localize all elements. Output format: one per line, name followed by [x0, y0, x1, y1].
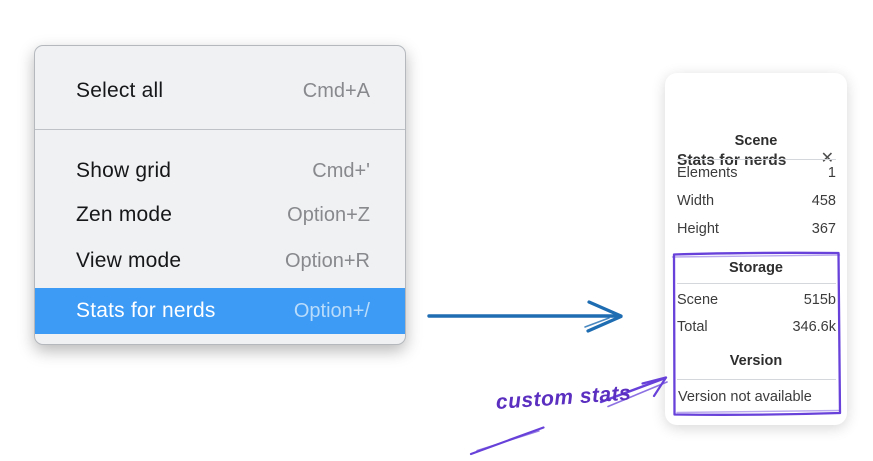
- menu-item-shortcut: Option+Z: [287, 203, 370, 226]
- stat-label: Total: [677, 319, 708, 335]
- stats-panel: Stats for nerds ✕ Scene Elements 1 Width…: [665, 73, 847, 425]
- annotation-label: custom stats: [495, 381, 632, 414]
- menu-item-shortcut: Cmd+A: [302, 79, 370, 102]
- stat-value: 367: [811, 221, 836, 237]
- section-header-storage: Storage: [729, 260, 783, 276]
- stat-value: 1: [827, 165, 836, 181]
- menu-item-stats-for-nerds[interactable]: Stats for nerds Option+/: [35, 288, 405, 334]
- menu-item-select-all[interactable]: Select all Cmd+A: [35, 68, 405, 114]
- stat-label: Width: [677, 193, 715, 209]
- section-rule: [677, 379, 836, 380]
- sketch-stroke-lower-left: [469, 426, 545, 456]
- stat-row-scene-storage: Scene 515b: [677, 286, 836, 314]
- menu-item-view-mode[interactable]: View mode Option+R: [35, 238, 405, 284]
- stat-label: Height: [677, 221, 719, 237]
- menu-item-label: Zen mode: [76, 203, 173, 226]
- stats-panel-title: Stats for nerds: [677, 152, 787, 169]
- menu-item-label: Select all: [76, 79, 164, 102]
- menu-item-label: View mode: [76, 249, 182, 272]
- stat-label: Scene: [677, 292, 719, 308]
- version-note: Version not available: [678, 389, 812, 405]
- stat-value: 515b: [803, 292, 836, 308]
- section-header-scene: Scene: [734, 133, 778, 149]
- blue-arrow: [427, 300, 623, 333]
- menu-item-shortcut: Cmd+': [312, 159, 370, 182]
- menu-item-show-grid[interactable]: Show grid Cmd+': [35, 148, 405, 194]
- stat-label: Elements: [677, 165, 738, 181]
- section-rule: [677, 159, 836, 160]
- menu-item-label: Show grid: [76, 159, 172, 182]
- section-header-version: Version: [729, 353, 783, 369]
- stat-row-height: Height 367: [677, 215, 836, 243]
- menu-item-shortcut: Option+R: [284, 249, 370, 272]
- stat-value: 346.6k: [792, 319, 836, 335]
- stat-row-elements: Elements 1: [677, 159, 836, 187]
- close-icon[interactable]: ✕: [820, 150, 834, 167]
- section-rule: [677, 283, 836, 284]
- menu-divider: [35, 129, 405, 130]
- menu-item-shortcut: Option+/: [293, 299, 370, 322]
- stat-row-total-storage: Total 346.6k: [677, 313, 836, 341]
- menu-item-label: Stats for nerds: [76, 299, 216, 322]
- context-menu: Select all Cmd+A Show grid Cmd+' Zen mod…: [34, 45, 406, 345]
- menu-item-zen-mode[interactable]: Zen mode Option+Z: [35, 192, 405, 238]
- stat-value: 458: [811, 193, 836, 209]
- stat-row-width: Width 458: [677, 187, 836, 215]
